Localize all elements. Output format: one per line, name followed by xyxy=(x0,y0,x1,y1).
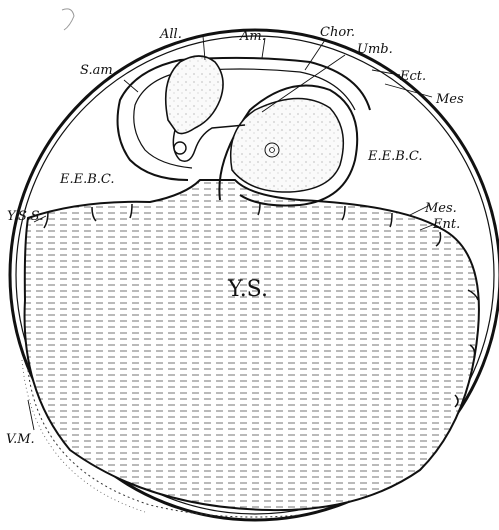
label-ys: Y.S. xyxy=(227,277,268,302)
label-umb: Umb. xyxy=(357,42,393,57)
label-all: All. xyxy=(159,27,182,42)
label-s-am: S.am. xyxy=(80,63,117,78)
label-mes-right: Mes. xyxy=(424,201,457,216)
pencil-mark xyxy=(62,9,74,30)
label-chor: Chor. xyxy=(320,25,355,40)
label-am: Am. xyxy=(239,29,266,44)
label-yss: Y.S.S. xyxy=(7,209,43,224)
allantois xyxy=(166,56,223,134)
label-ect: Ect. xyxy=(399,69,426,84)
label-eebc-left: E.E.B.C. xyxy=(59,172,115,187)
label-ent: Ent. xyxy=(432,217,460,232)
label-eebc-right: E.E.B.C. xyxy=(367,149,423,164)
label-mes-top: Mes xyxy=(435,92,464,107)
yolk-sac xyxy=(25,180,479,510)
label-vm: V.M. xyxy=(6,432,35,447)
